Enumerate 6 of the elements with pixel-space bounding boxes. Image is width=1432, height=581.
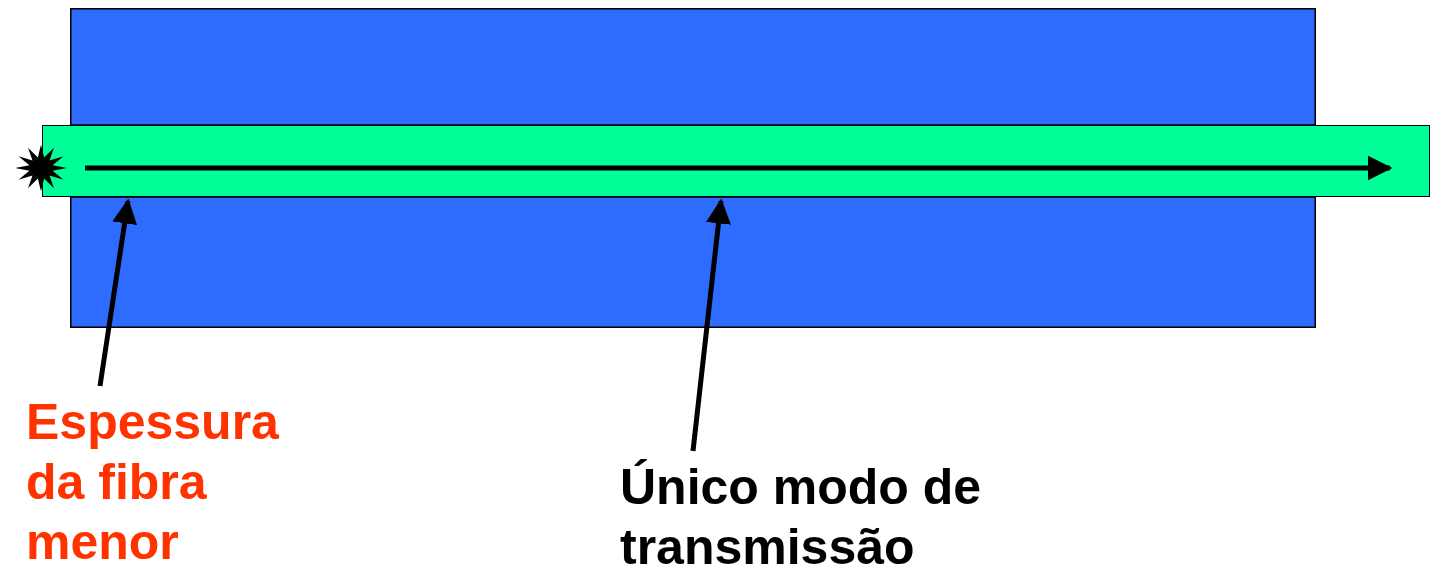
callout-text: Único modo de transmissão xyxy=(620,458,983,577)
fiber-core-bar xyxy=(42,125,1430,197)
cladding-block xyxy=(70,8,1316,328)
callout-text: Espessura da fibra menor xyxy=(26,393,280,572)
leader-line xyxy=(97,198,137,387)
leader-line xyxy=(690,198,731,452)
